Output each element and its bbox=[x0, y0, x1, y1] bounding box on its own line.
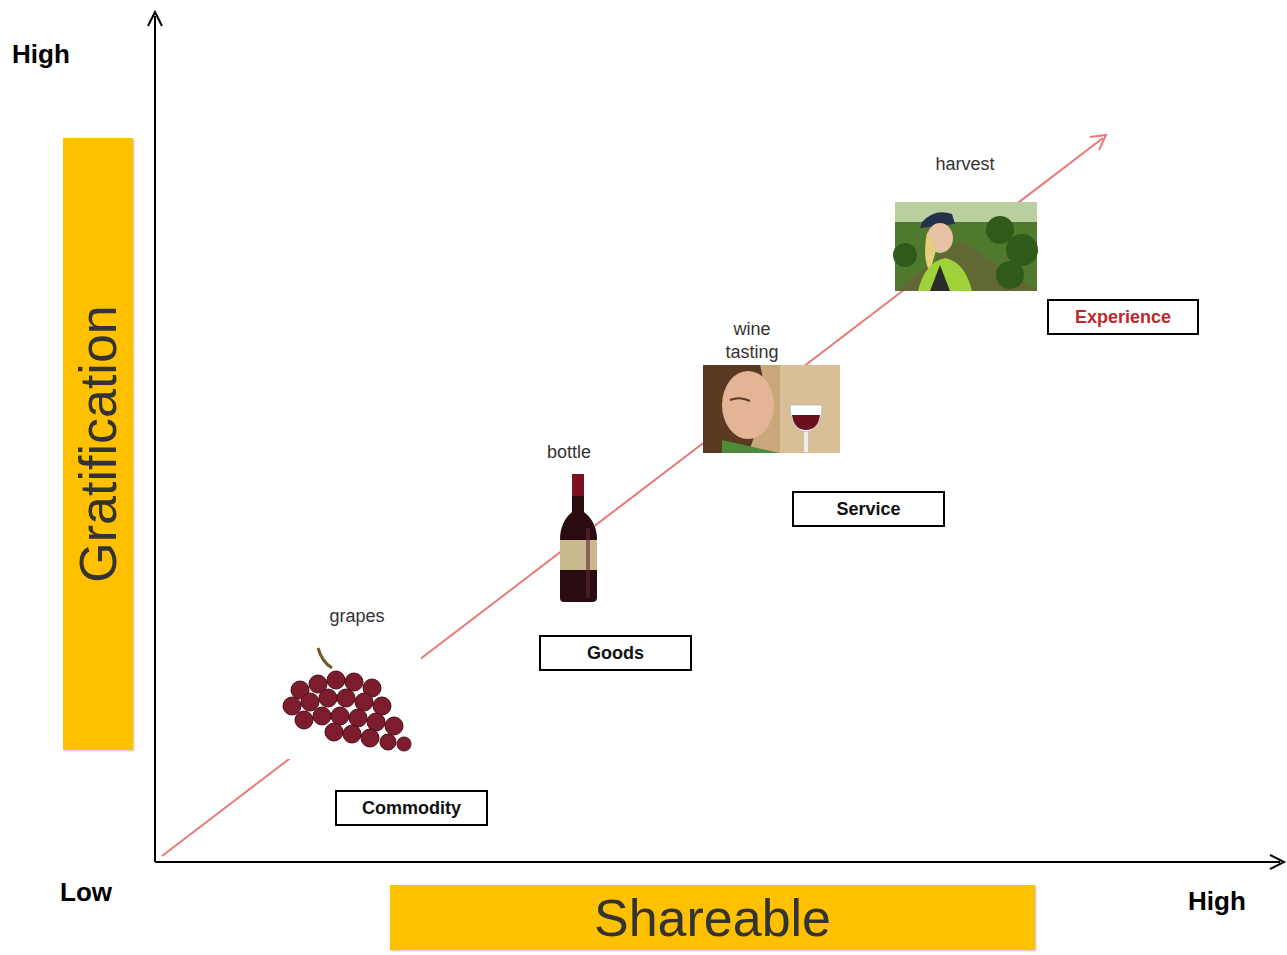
stage-box: Goods bbox=[539, 635, 692, 671]
trend-arrowhead bbox=[1090, 135, 1106, 150]
wine-tasting-picture bbox=[703, 365, 840, 453]
axis-band: Gratification bbox=[63, 138, 133, 750]
stage-name: Commodity bbox=[362, 798, 461, 819]
axis-end-label: High bbox=[1188, 885, 1246, 918]
stage-box: Experience bbox=[1047, 299, 1199, 335]
axis-arrowhead bbox=[148, 12, 162, 26]
axis-title: Gratification bbox=[72, 305, 124, 582]
axis-end-label: Low bbox=[60, 876, 112, 909]
axis-title: Shareable bbox=[594, 892, 831, 944]
y-axis bbox=[154, 16, 156, 862]
bottle-picture bbox=[560, 474, 597, 602]
stage-name: Goods bbox=[587, 643, 644, 664]
picture-caption: wine tasting bbox=[707, 318, 797, 363]
stage-name: Service bbox=[836, 499, 900, 520]
trend-line bbox=[162, 138, 1103, 856]
axis-end-label: High bbox=[12, 38, 70, 71]
picture-caption: bottle bbox=[509, 441, 629, 464]
grapes-picture bbox=[277, 645, 421, 759]
axis-arrowhead bbox=[1270, 855, 1284, 869]
stage-box: Service bbox=[792, 491, 945, 527]
picture-caption: grapes bbox=[297, 605, 417, 628]
harvest-picture bbox=[893, 202, 1038, 291]
picture-caption: harvest bbox=[905, 153, 1025, 176]
axis-band: Shareable bbox=[390, 885, 1035, 950]
x-axis bbox=[155, 861, 1280, 863]
stage-name: Experience bbox=[1075, 307, 1171, 328]
stage-box: Commodity bbox=[335, 790, 488, 826]
